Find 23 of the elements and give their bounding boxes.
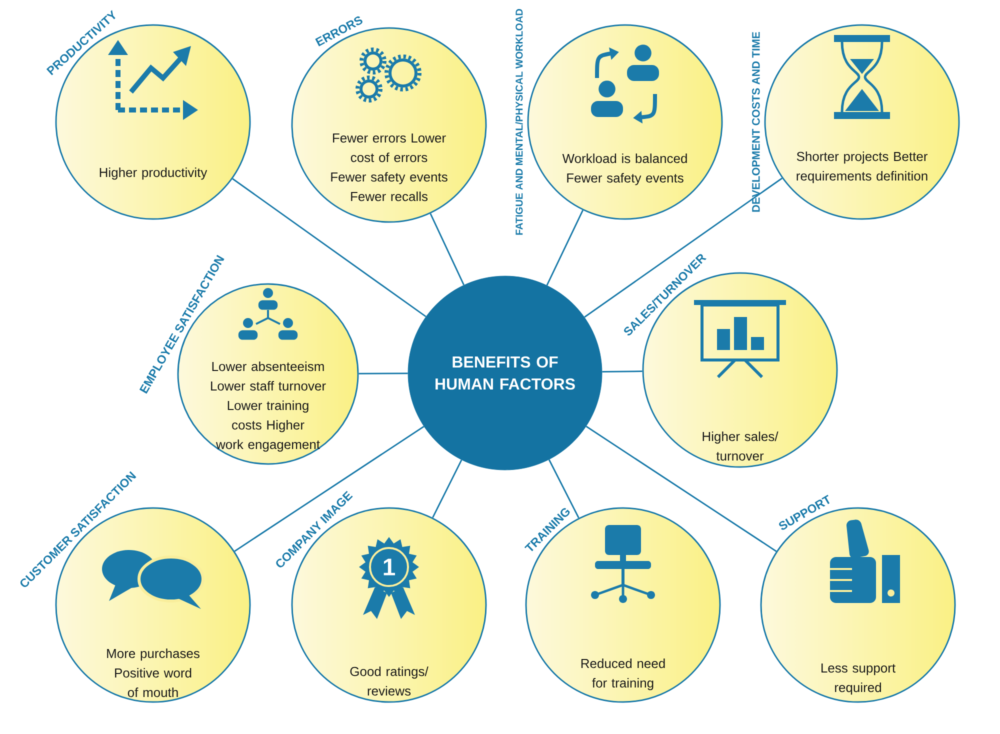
- benefit-text: Higher productivity: [100, 168, 208, 180]
- connector-line: [546, 210, 584, 286]
- connector-line: [430, 213, 464, 286]
- benefit-text: Fewer errors Lower cost of errors Fewer safety events Fewer recalls: [331, 134, 448, 202]
- award-number: 1: [384, 558, 395, 576]
- connector-line: [232, 178, 426, 318]
- benefit-text: Shorter projects Better requirements definition: [796, 152, 928, 184]
- connector-line: [584, 178, 782, 318]
- benefit-text: Less support required: [822, 664, 896, 695]
- connector-line: [586, 426, 777, 552]
- benefit-text: More purchases Positive word of mouth: [107, 648, 200, 698]
- circle-heading: FATIGUE AND MENTAL/PHYSICAL WORKLOAD: [515, 9, 523, 235]
- benefit-text: Higher sales/ turnover: [702, 432, 778, 461]
- benefit-text: Reduced need for training: [581, 658, 665, 690]
- connector-line: [358, 372, 408, 374]
- connector-line: [432, 460, 462, 518]
- benefit-text: Workload is balanced Fewer safety events: [562, 154, 687, 186]
- circle-heading: DEVELOPMENT COSTS AND TIME: [752, 32, 760, 212]
- connector-line: [548, 459, 580, 518]
- benefit-text: Good ratings/ reviews: [350, 666, 428, 696]
- connector-line: [602, 370, 642, 373]
- connector-line: [234, 426, 424, 552]
- benefit-text: Lower absenteeism Lower staff turnover Lower training costs Higher work engagement: [211, 362, 326, 452]
